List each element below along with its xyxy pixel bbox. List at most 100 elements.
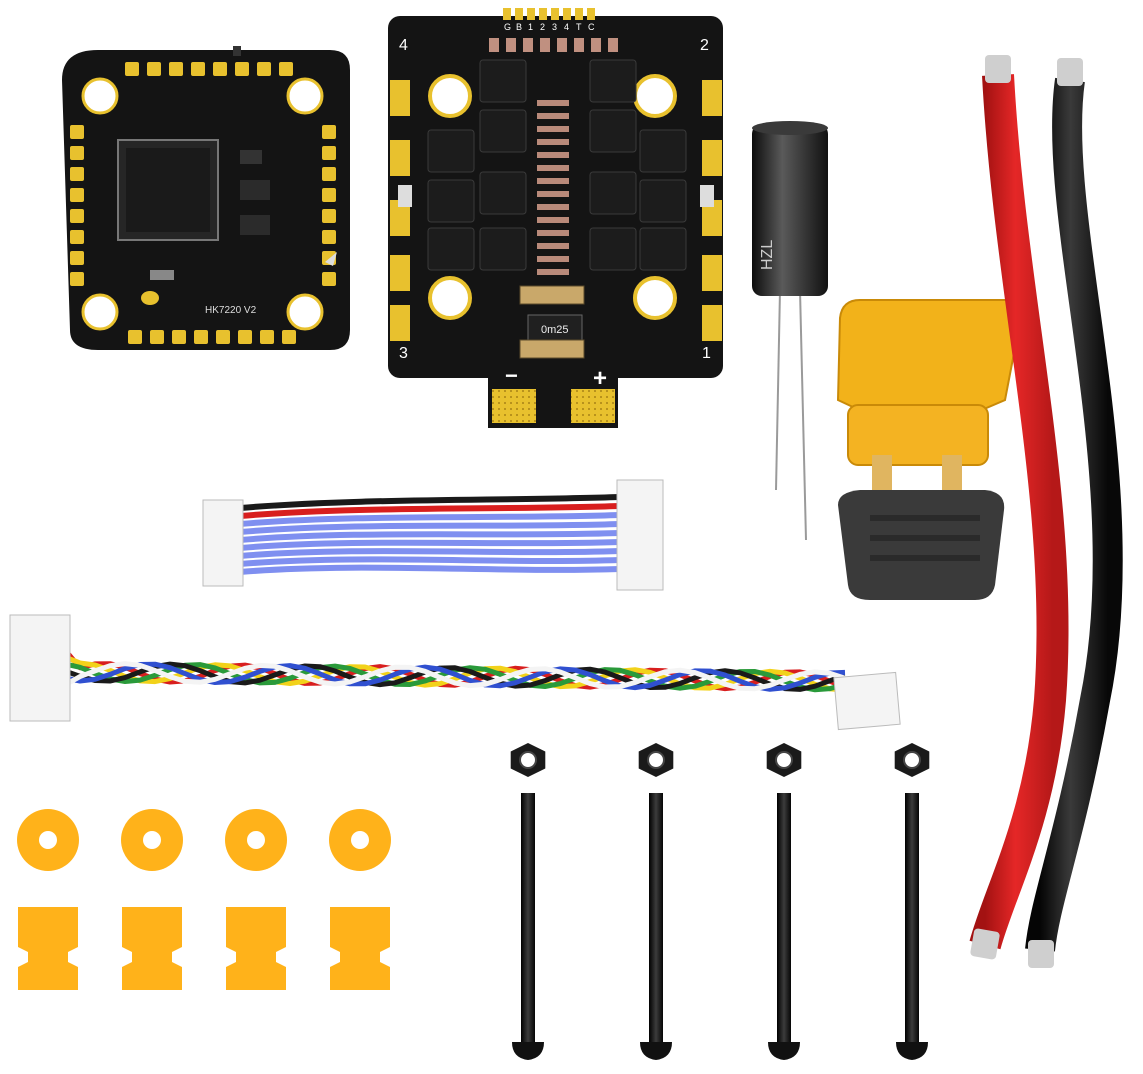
fc-pad bbox=[70, 146, 84, 160]
esc-resistor bbox=[489, 38, 499, 52]
grommet bbox=[330, 907, 390, 990]
esc-side-component bbox=[398, 185, 412, 207]
esc-mosfet bbox=[589, 171, 637, 215]
esc-header-pin bbox=[539, 8, 547, 20]
electrolytic-capacitor: HZL bbox=[752, 121, 828, 541]
esc-motor-pad bbox=[702, 80, 722, 116]
esc-mosfet bbox=[427, 129, 475, 173]
esc-mosfet bbox=[479, 59, 527, 103]
esc-mosfet bbox=[589, 59, 637, 103]
fc-pad bbox=[70, 209, 84, 223]
esc-mosfet bbox=[639, 179, 687, 223]
esc-mosfet bbox=[427, 179, 475, 223]
ribbon-wire bbox=[239, 530, 621, 543]
fc-pad bbox=[322, 146, 336, 160]
esc-mosfet bbox=[479, 109, 527, 153]
esc-resistor bbox=[537, 165, 569, 171]
ribbon-wire bbox=[239, 556, 621, 567]
esc-resistor bbox=[540, 38, 550, 52]
esc-resistor bbox=[537, 139, 569, 145]
esc-header-pin bbox=[575, 8, 583, 20]
esc-motor-pad bbox=[702, 140, 722, 176]
esc-minus-label: − bbox=[505, 363, 518, 388]
esc-motor-pad bbox=[702, 305, 722, 341]
fc-pad bbox=[257, 62, 271, 76]
screw-head bbox=[640, 1042, 672, 1060]
spacer-ring-hole bbox=[143, 831, 161, 849]
esc-header-pin bbox=[587, 8, 595, 20]
screw-head bbox=[896, 1042, 928, 1060]
esc-resistor bbox=[591, 38, 601, 52]
twisted-wire bbox=[64, 661, 846, 692]
fc-pad bbox=[322, 272, 336, 286]
esc-resistor bbox=[537, 204, 569, 210]
esc-motor-pad bbox=[390, 200, 410, 236]
esc-resistor bbox=[537, 178, 569, 184]
esc-corner-1: 1 bbox=[702, 345, 711, 362]
esc-resistor bbox=[537, 269, 569, 275]
fc-pad bbox=[213, 62, 227, 76]
esc-motor-pad bbox=[702, 255, 722, 291]
fc-pad bbox=[125, 62, 139, 76]
esc-header-pin bbox=[527, 8, 535, 20]
esc-motor-pad bbox=[390, 80, 410, 116]
fc-pad bbox=[150, 330, 164, 344]
capacitor-label: HZL bbox=[759, 240, 776, 270]
hex-nut-hole bbox=[647, 751, 665, 769]
fc-pad bbox=[70, 251, 84, 265]
esc-header-pin-label: 2 bbox=[540, 22, 545, 32]
twisted-wire bbox=[63, 661, 846, 692]
esc-header-pin-label: C bbox=[588, 22, 595, 32]
esc-corner-4: 4 bbox=[399, 37, 408, 54]
esc-header-pin bbox=[503, 8, 511, 20]
ribbon-wire bbox=[239, 512, 621, 527]
screw-shaft bbox=[777, 793, 791, 1043]
esc-resistor bbox=[537, 256, 569, 262]
hex-nut-hole bbox=[519, 751, 537, 769]
fc-pad bbox=[216, 330, 230, 344]
esc-resistor bbox=[537, 191, 569, 197]
esc-mosfet bbox=[479, 227, 527, 271]
esc-header-pin-label: T bbox=[576, 22, 582, 32]
esc-resistor bbox=[537, 152, 569, 158]
fc-pad bbox=[322, 209, 336, 223]
ribbon-cable bbox=[202, 479, 664, 591]
esc-header-pin-label: G bbox=[504, 22, 511, 32]
esc-header-pin-label: 4 bbox=[564, 22, 569, 32]
esc-resistor bbox=[523, 38, 533, 52]
twisted-cable bbox=[9, 614, 901, 731]
fc-pad bbox=[260, 330, 274, 344]
esc-resistor bbox=[537, 126, 569, 132]
grommet bbox=[122, 907, 182, 990]
esc-resistor bbox=[537, 230, 569, 236]
fc-pad bbox=[191, 62, 205, 76]
screw-shaft bbox=[905, 793, 919, 1043]
esc-resistor bbox=[537, 243, 569, 249]
fc-pad bbox=[322, 230, 336, 244]
fc-pad bbox=[70, 167, 84, 181]
esc-motor-pad bbox=[390, 140, 410, 176]
screw-shaft bbox=[521, 793, 535, 1043]
esc-resistor bbox=[537, 113, 569, 119]
ribbon-wire bbox=[239, 521, 621, 535]
esc-mosfet bbox=[427, 227, 475, 271]
fc-pad bbox=[322, 188, 336, 202]
esc-side-component bbox=[700, 185, 714, 207]
flight-controller-board: HK7220 V2 bbox=[62, 46, 350, 350]
fc-pad bbox=[235, 62, 249, 76]
spacer-ring-hole bbox=[247, 831, 265, 849]
esc-resistor bbox=[537, 100, 569, 106]
screw-set bbox=[510, 743, 930, 1060]
fc-pad bbox=[169, 62, 183, 76]
fc-pad bbox=[279, 62, 293, 76]
esc-mosfet bbox=[639, 227, 687, 271]
xt60-connector bbox=[836, 299, 1022, 600]
esc-corner-3: 3 bbox=[399, 345, 408, 362]
screw-head bbox=[768, 1042, 800, 1060]
fc-pad bbox=[70, 272, 84, 286]
power-wire-red bbox=[969, 55, 1069, 960]
fc-pad bbox=[147, 62, 161, 76]
esc-mosfet bbox=[639, 129, 687, 173]
